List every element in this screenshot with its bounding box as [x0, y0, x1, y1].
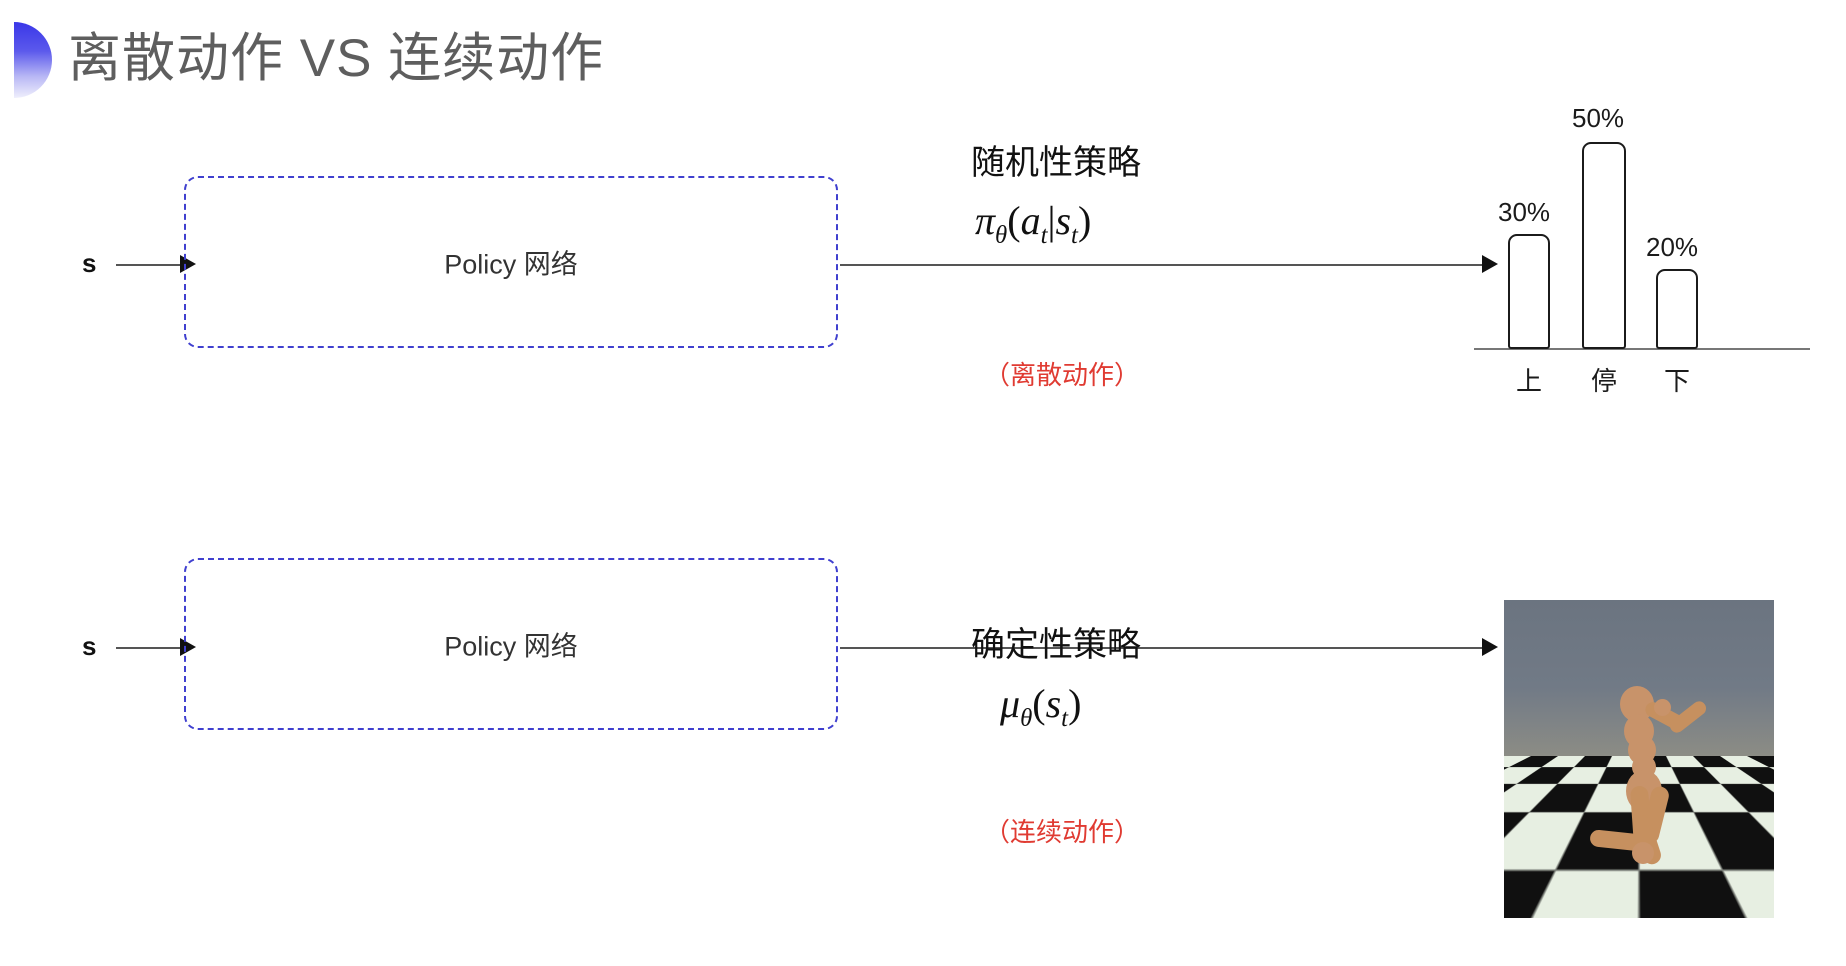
bar-category-2: 下: [1663, 366, 1690, 396]
formula-action-symbol: a: [1020, 198, 1041, 243]
formula-paren-close-2: ): [1068, 681, 1082, 726]
formula-action-subscript: t: [1040, 222, 1048, 249]
output-arrow-head-continuous: [1482, 638, 1498, 656]
bar-value-0: 30%: [1498, 197, 1551, 227]
formula-pi-symbol: π: [975, 198, 996, 243]
page-title: 离散动作 VS 连续动作: [68, 29, 605, 88]
formula-theta-subscript: θ: [995, 222, 1008, 249]
formula-conditional-bar: |: [1047, 198, 1056, 243]
policy-network-box-continuous[interactable]: Policy 网络: [184, 558, 838, 730]
policy-network-label-discrete: Policy 网络: [444, 249, 578, 280]
formula-paren-open: (: [1007, 198, 1021, 243]
formula-theta-subscript-2: θ: [1020, 705, 1033, 732]
bar-category-0: 上: [1515, 366, 1542, 396]
output-arrow-head-discrete: [1482, 255, 1498, 273]
formula-paren-close: ): [1077, 198, 1092, 243]
input-arrow-line-discrete: [116, 264, 188, 266]
policy-type-label-discrete: 随机性策略: [971, 144, 1141, 182]
humanoid-simulation-image: [1504, 600, 1774, 918]
policy-network-box-discrete[interactable]: Policy 网络: [184, 176, 838, 348]
title-accent-shape: [14, 22, 52, 98]
output-arrow-line-continuous: [840, 647, 1490, 649]
bar-category-1: 停: [1590, 366, 1617, 396]
action-type-note-discrete: （离散动作）: [984, 360, 1141, 390]
action-type-note-continuous: （连续动作）: [984, 817, 1141, 847]
bar-value-2: 20%: [1646, 232, 1699, 262]
action-probability-bar-chart: 30% 50% 20% 上 停 下: [1470, 96, 1846, 446]
policy-type-label-continuous: 确定性策略: [971, 626, 1141, 664]
formula-state-subscript-2: t: [1061, 705, 1069, 732]
bar-2: [1656, 269, 1698, 349]
formula-state-subscript: t: [1071, 222, 1078, 249]
humanoid-foot: [1632, 842, 1654, 864]
input-arrow-line-continuous: [116, 647, 188, 649]
chart-baseline-axis: [1474, 348, 1810, 350]
formula-state-symbol: s: [1055, 198, 1072, 243]
policy-network-label-continuous: Policy 网络: [444, 631, 578, 662]
bar-value-1: 50%: [1572, 103, 1625, 133]
bar-0: [1508, 234, 1550, 349]
state-input-label-continuous: s: [82, 631, 97, 661]
output-arrow-line-discrete: [840, 264, 1490, 266]
formula-state-symbol-2: s: [1045, 681, 1062, 726]
humanoid-hand: [1654, 699, 1671, 716]
policy-formula-continuous: μθ(st): [1000, 680, 1081, 733]
bar-1: [1582, 142, 1626, 349]
formula-mu-symbol: μ: [1000, 681, 1021, 726]
formula-paren-open-2: (: [1032, 681, 1046, 726]
state-input-label-discrete: s: [82, 248, 97, 278]
policy-formula-discrete: πθ(at|st): [975, 197, 1091, 250]
